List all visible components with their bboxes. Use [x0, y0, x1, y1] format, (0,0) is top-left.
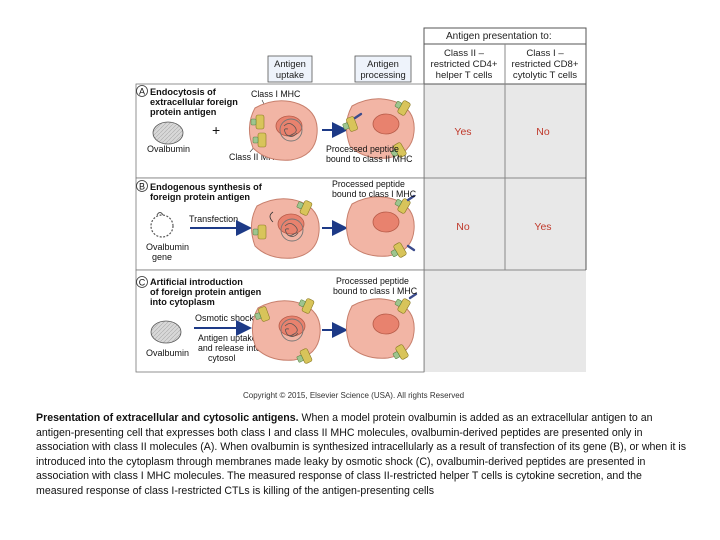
panel-a-antigen-label: Ovalbumin [147, 144, 190, 154]
panel-c-title-2: of foreign protein antigen [150, 287, 262, 297]
panel-c-peptide-1: Processed peptide [336, 276, 409, 286]
panel-c-peptide-2: bound to class I MHC [333, 286, 418, 296]
copyright-notice: Copyright © 2015, Elsevier Science (USA)… [243, 391, 464, 400]
step-headers: Antigen uptake Antigen processing [268, 56, 411, 82]
panel-a-letter: A [139, 87, 145, 97]
processing-header-line1: Antigen [367, 58, 399, 69]
panel-c-antigen-label: Ovalbumin [146, 348, 189, 358]
ovalbumin-protein-icon [153, 122, 183, 144]
col-class2-line3: helper T cells [436, 70, 493, 81]
col-class1-line1: Class I – [526, 48, 564, 59]
panel-b-title-2: foreign protein antigen [150, 192, 250, 202]
result-b-class1: Yes [534, 221, 551, 233]
uptake-label-3: cytosol [208, 353, 235, 363]
uptake-label-2: and release into [198, 343, 261, 353]
processing-header-line2: processing [360, 69, 405, 80]
uptake-header-line1: Antigen [274, 58, 306, 69]
panel-c-title-3: into cytoplasm [150, 297, 215, 307]
panel-b-antigen-label-2: gene [152, 252, 172, 262]
col-class2-line2: restricted CD4+ [431, 59, 498, 70]
apc-cell-a1 [249, 101, 317, 160]
panel-a-title-1: Endocytosis of [150, 87, 217, 97]
panel-a-peptide-1: Processed peptide [326, 144, 399, 154]
osmotic-shock-label: Osmotic shock [195, 313, 255, 323]
result-table: Antigen presentation to: Class II – rest… [424, 28, 586, 372]
caption-title: Presentation of extracellular and cytoso… [36, 412, 299, 424]
col-class1-line3: cytolytic T cells [513, 70, 577, 81]
ovalbumin-protein-icon-c [151, 321, 181, 343]
panel-b-peptide-2: bound to class I MHC [332, 189, 417, 199]
col-class2-line1: Class II – [444, 48, 485, 59]
panel-a-title-2: extracellular foreign [150, 97, 238, 107]
panel-b-letter: B [139, 182, 145, 192]
presentation-header: Antigen presentation to: [446, 31, 552, 42]
uptake-header-line2: uptake [276, 69, 304, 80]
result-b-class2: No [456, 221, 470, 233]
panel-c-letter: C [139, 278, 146, 288]
panel-c-title-1: Artificial introduction [150, 277, 243, 287]
result-a-class2: Yes [454, 126, 471, 138]
panel-b-title-1: Endogenous synthesis of [150, 182, 263, 192]
panel-a-title-3: protein antigen [150, 107, 217, 117]
col-class1-line2: restricted CD8+ [512, 59, 579, 70]
panel-b-peptide-1: Processed peptide [332, 179, 405, 189]
antigen-presentation-figure: Antigen presentation to: Class II – rest… [0, 0, 720, 410]
figure-caption: Presentation of extracellular and cytoso… [36, 411, 688, 499]
plus-sign: + [212, 122, 220, 138]
mhc1-label: Class I MHC [251, 89, 301, 99]
uptake-label-1: Antigen uptake [198, 333, 257, 343]
result-a-class1: No [536, 126, 550, 138]
panel-a-peptide-2: bound to class II MHC [326, 154, 413, 164]
caption-body: When a model protein ovalbumin is added … [36, 412, 686, 497]
panel-b-antigen-label-1: Ovalbumin [146, 242, 189, 252]
transfection-label: Transfection [189, 214, 238, 224]
